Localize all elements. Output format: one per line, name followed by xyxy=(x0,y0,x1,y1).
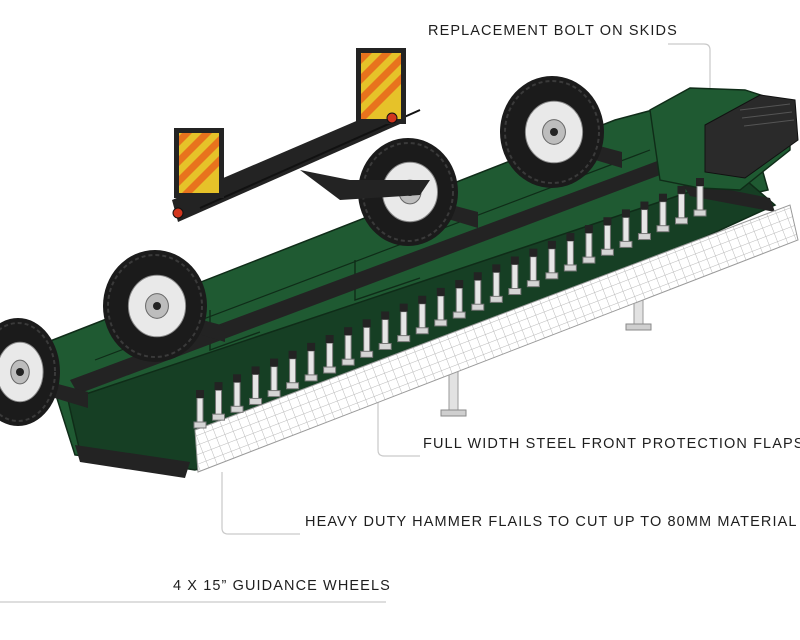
hammer-flail xyxy=(452,280,466,319)
hammer-flail xyxy=(582,225,596,264)
guidance-wheels xyxy=(0,76,622,426)
callout-wheels: 4 X 15” GUIDANCE WHEELS xyxy=(173,578,391,594)
warning-board-left xyxy=(172,128,224,219)
guidance-wheel xyxy=(500,76,622,188)
hammer-flail xyxy=(341,327,355,366)
hammer-flail xyxy=(434,287,448,327)
callout-flails: HEAVY DUTY HAMMER FLAILS TO CUT UP TO 80… xyxy=(305,514,798,530)
hammer-flail xyxy=(304,342,318,382)
light-board xyxy=(172,48,430,222)
hammer-flail xyxy=(674,185,688,225)
guidance-wheel xyxy=(103,250,225,362)
leader-skids xyxy=(668,43,711,188)
hammer-flail xyxy=(545,240,559,280)
hammer-flail xyxy=(619,209,633,248)
hammer-flail xyxy=(360,319,374,358)
hammer-flail xyxy=(526,248,540,288)
hammer-flail xyxy=(193,390,207,429)
hammer-flail xyxy=(286,350,300,390)
hammer-flail xyxy=(230,374,244,413)
hammer-flail xyxy=(397,303,411,343)
leader-flaps xyxy=(377,396,420,457)
callout-skids: REPLACEMENT BOLT ON SKIDS xyxy=(428,23,678,39)
hammer-flail xyxy=(323,335,337,374)
hammer-flail xyxy=(693,178,707,217)
hammer-flail xyxy=(656,193,670,233)
gearbox-housing xyxy=(649,87,799,191)
guidance-wheel xyxy=(0,318,88,426)
skid-left xyxy=(75,445,190,478)
gearbox-cover xyxy=(704,94,799,179)
hammer-flails xyxy=(193,178,707,429)
callout-flaps: FULL WIDTH STEEL FRONT PROTECTION FLAPS xyxy=(423,436,800,452)
leader-flails xyxy=(221,472,300,535)
warning-board-right xyxy=(356,48,406,124)
hammer-flail xyxy=(415,295,429,335)
hammer-flail xyxy=(471,272,485,311)
hammer-flail xyxy=(249,366,263,405)
hammer-flail xyxy=(378,311,392,350)
protection-flaps xyxy=(194,204,799,473)
leader-lines xyxy=(0,43,711,603)
hammer-flail xyxy=(212,382,226,421)
hammer-flail xyxy=(508,256,522,296)
hammer-flail xyxy=(489,264,503,303)
hammer-flail xyxy=(600,217,614,256)
hammer-flail xyxy=(267,358,281,398)
hammer-flail xyxy=(563,232,577,272)
hammer-flail xyxy=(637,201,651,241)
